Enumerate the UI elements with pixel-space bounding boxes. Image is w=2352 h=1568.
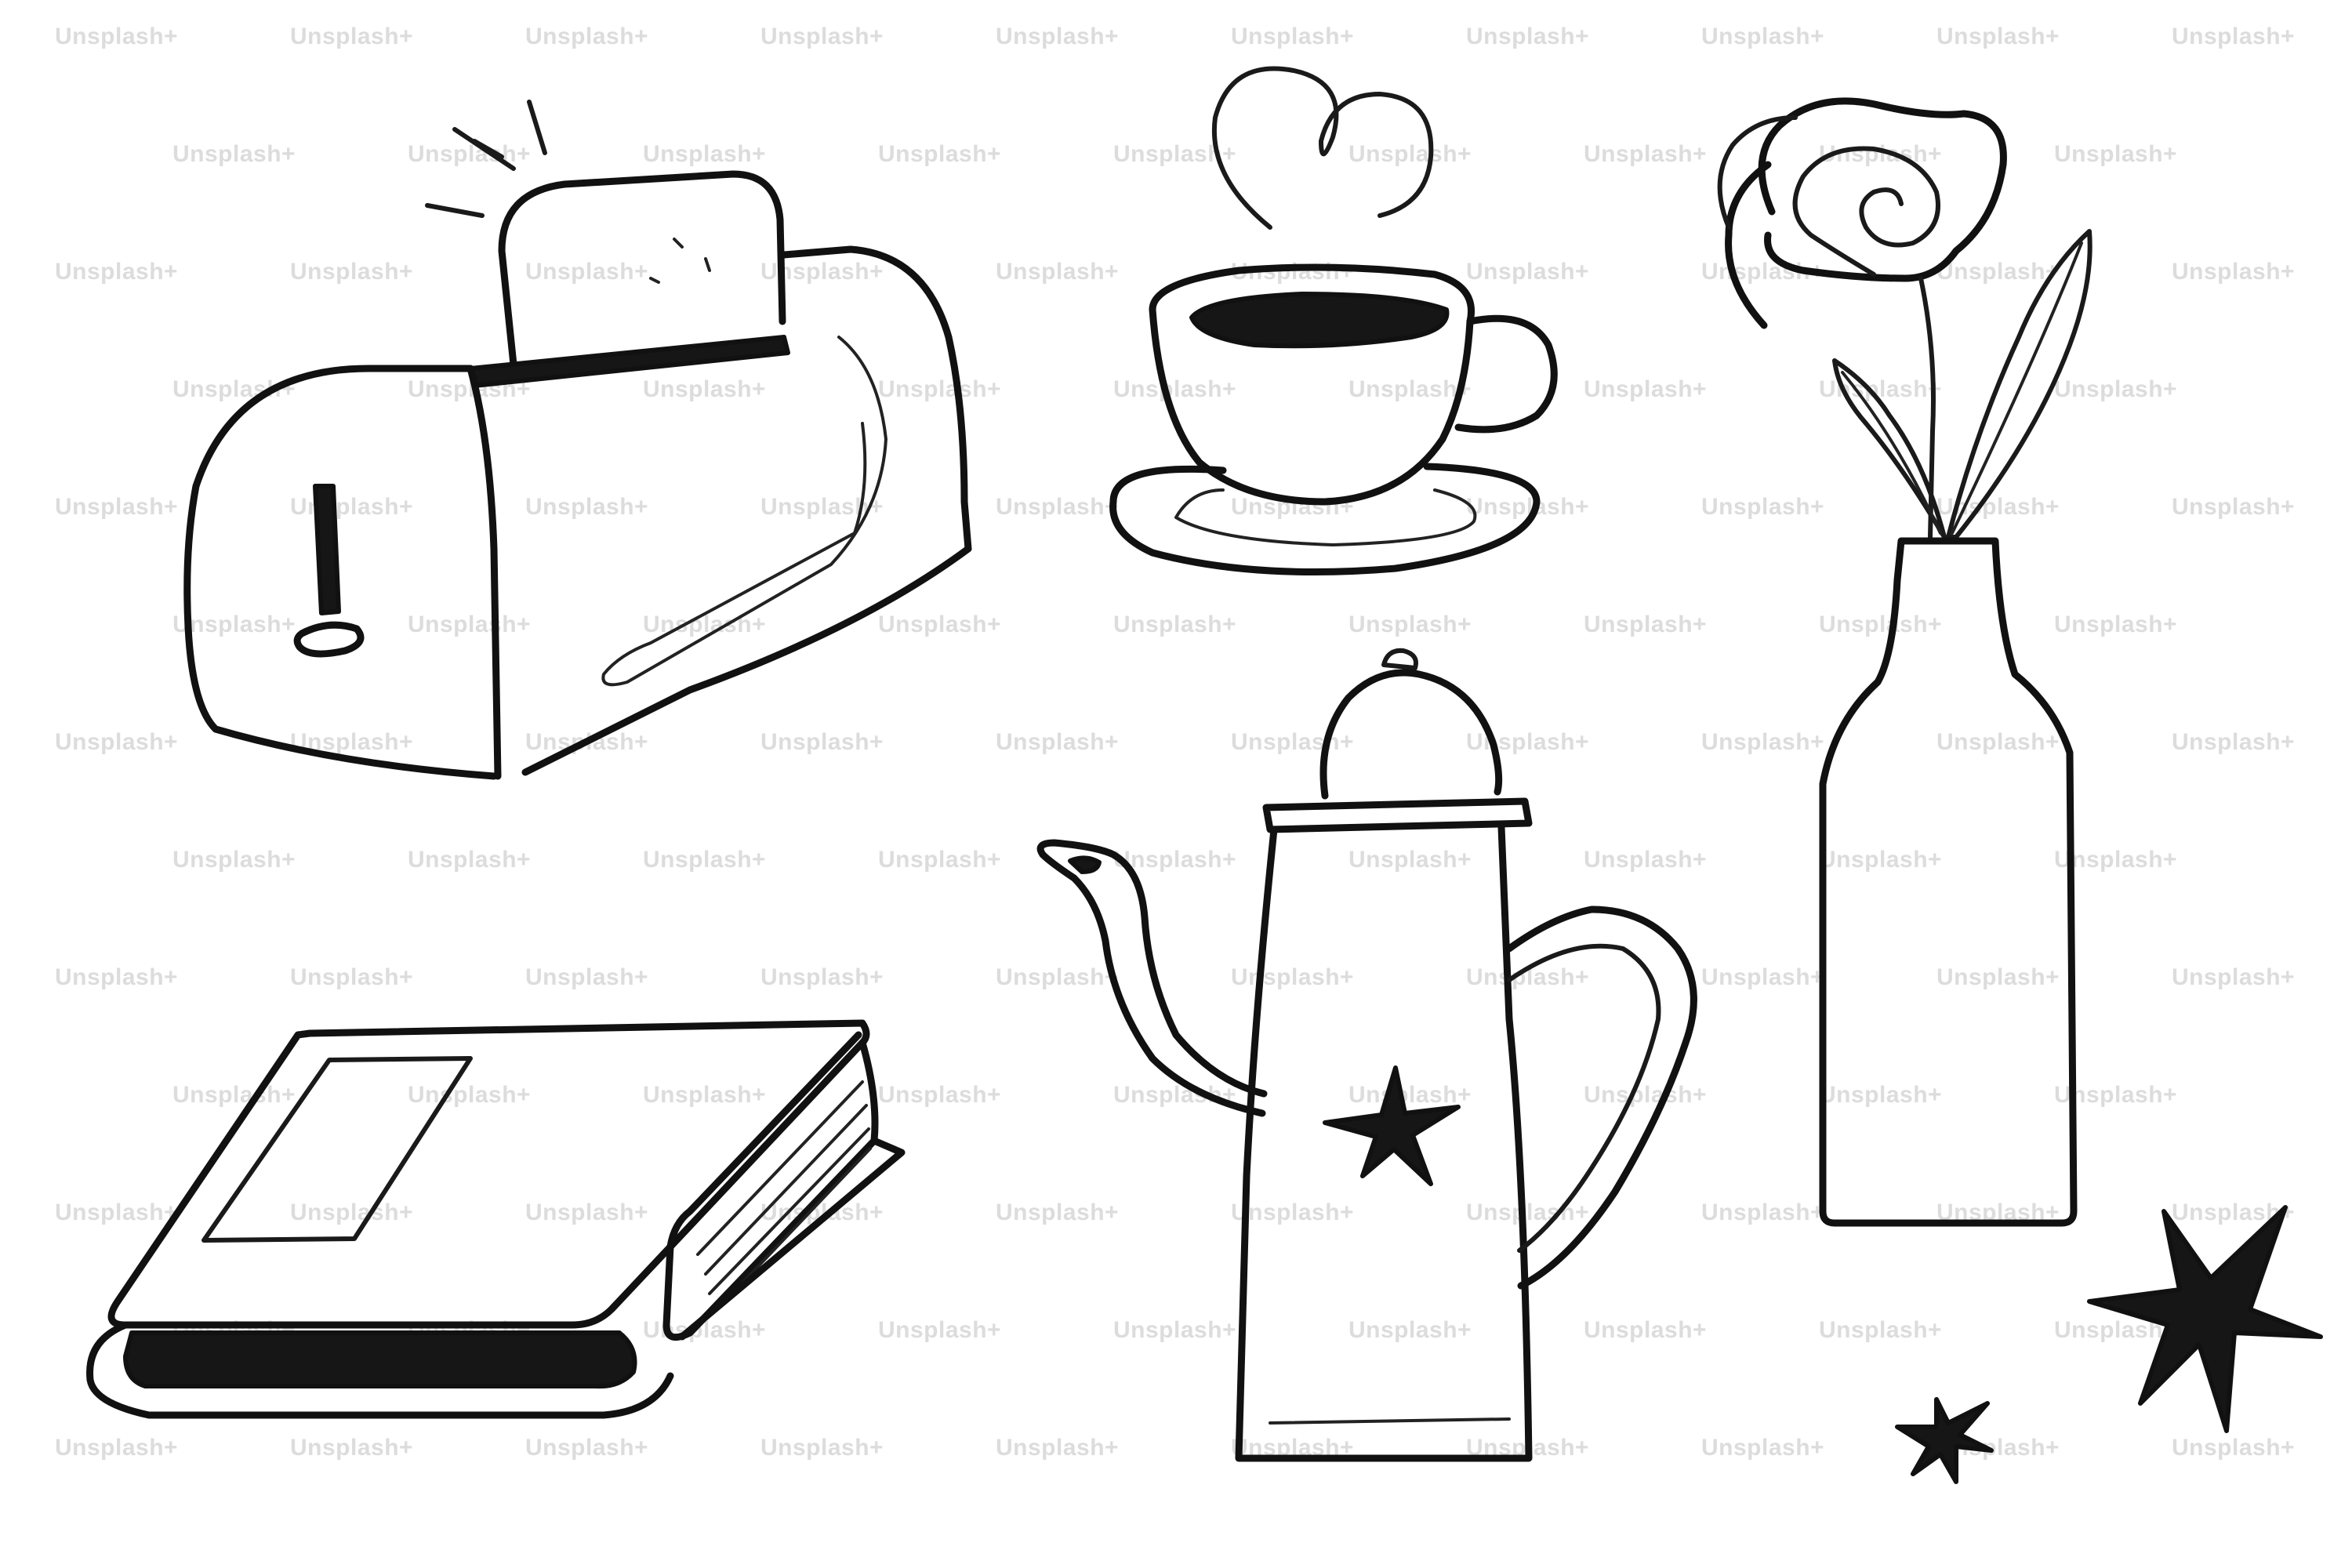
coffee-cup-icon	[1109, 66, 1558, 575]
coffee-pot-icon	[1036, 648, 1697, 1462]
star-icon	[1895, 1205, 2323, 1484]
toaster-icon	[183, 100, 972, 780]
book-icon	[86, 1019, 906, 1419]
flower-vase-icon	[1717, 97, 2092, 1227]
